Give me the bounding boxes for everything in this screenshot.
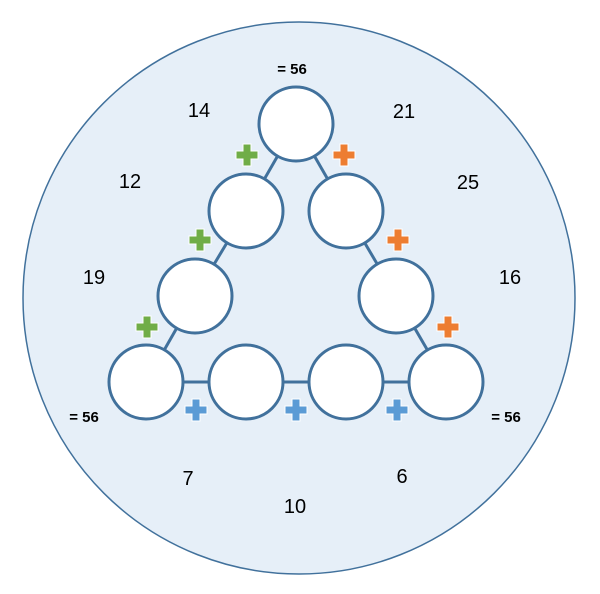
background-disk: [22, 21, 576, 575]
sum-label-bottom-right: = 56: [491, 409, 521, 426]
answer-circle-left-2[interactable]: [207, 172, 285, 250]
answer-circles: [107, 85, 485, 421]
sum-label-top: = 56: [277, 61, 307, 78]
plus-shape: [184, 398, 208, 422]
plus-shape: [135, 315, 159, 339]
plus-icon-left-3: [135, 315, 159, 339]
answer-circle-right-3[interactable]: [357, 257, 435, 335]
plus-shape: [386, 228, 410, 252]
plus-icon-left-1: [235, 143, 259, 167]
plus-icon-right-2: [386, 228, 410, 252]
answer-circle-bottom-left[interactable]: [107, 343, 185, 421]
right-number-3: 16: [499, 267, 521, 289]
answer-circle-bottom-3[interactable]: [307, 343, 385, 421]
left-number-1: 14: [188, 100, 210, 122]
plus-shape: [436, 315, 460, 339]
plus-shape: [188, 228, 212, 252]
plus-shape: [235, 143, 259, 167]
answer-circle-right-2[interactable]: [307, 172, 385, 250]
bottom-number-2: 10: [284, 496, 306, 518]
plus-shape: [385, 398, 409, 422]
bottom-number-3: 6: [396, 466, 407, 488]
right-number-2: 25: [457, 172, 479, 194]
plus-icon-bottom-3: [385, 398, 409, 422]
sum-label-bottom-left: = 56: [69, 409, 99, 426]
answer-circle-left-3[interactable]: [156, 257, 234, 335]
plus-icon-left-2: [188, 228, 212, 252]
answer-circle-top[interactable]: [257, 85, 335, 163]
right-number-1: 21: [393, 101, 415, 123]
bottom-number-1: 7: [182, 468, 193, 490]
left-number-2: 12: [119, 171, 141, 193]
answer-circle-bottom-2[interactable]: [207, 343, 285, 421]
plus-shape: [332, 143, 356, 167]
plus-icon-bottom-2: [284, 398, 308, 422]
left-number-3: 19: [83, 267, 105, 289]
plus-shape: [284, 398, 308, 422]
plus-icon-bottom-1: [184, 398, 208, 422]
plus-icon-right-3: [436, 315, 460, 339]
plus-signs: [135, 143, 460, 422]
answer-circle-bottom-right[interactable]: [407, 343, 485, 421]
plus-icon-right-1: [332, 143, 356, 167]
